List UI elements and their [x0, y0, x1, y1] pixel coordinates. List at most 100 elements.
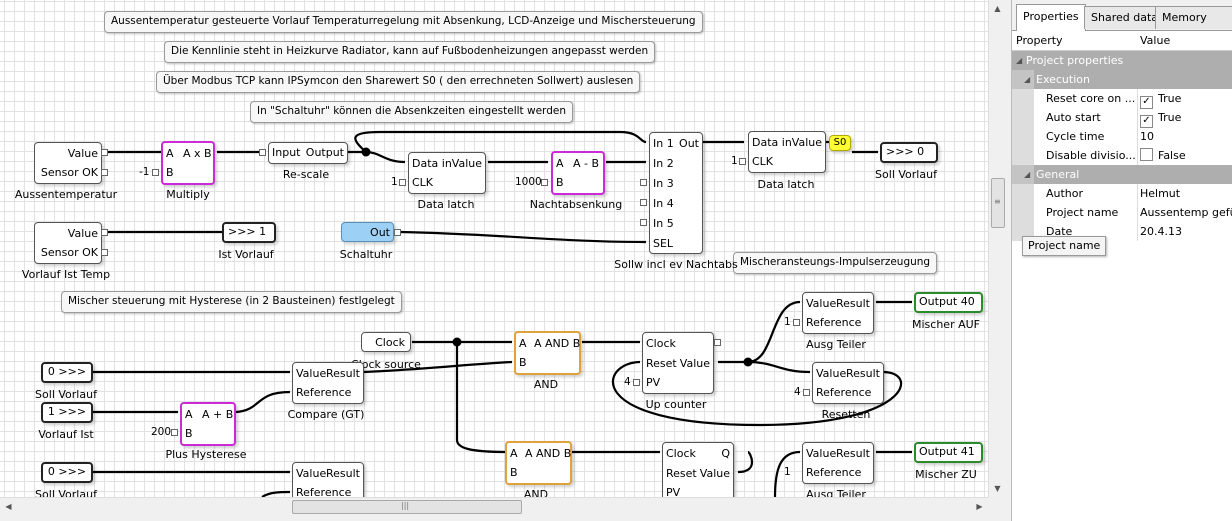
property-value[interactable]: 20.4.13: [1140, 225, 1182, 238]
property-disable-division[interactable]: Disable divisio... False: [1012, 146, 1232, 165]
property-cycle-time[interactable]: Cycle time 10: [1012, 127, 1232, 146]
sollwert-mux-block[interactable]: In 1 Out In 2 In 3 In 4 In 5 SEL: [649, 132, 703, 254]
vorlauf-ist-sensor-block[interactable]: Value Sensor OK: [34, 222, 102, 264]
section-execution[interactable]: ◢ Execution: [1012, 70, 1232, 89]
output-port[interactable]: [101, 249, 108, 256]
output-port[interactable]: [101, 229, 108, 236]
checkbox-unchecked-icon[interactable]: [1140, 148, 1153, 161]
property-value[interactable]: Aussentemp gefü: [1140, 206, 1232, 219]
input-port[interactable]: [633, 379, 640, 386]
checkbox-checked-icon[interactable]: ✓: [1140, 96, 1153, 109]
column-property[interactable]: Property: [1016, 34, 1063, 47]
data-latch-1-block[interactable]: Data in Value CLK: [408, 152, 486, 194]
tab-properties[interactable]: Properties: [1016, 4, 1086, 31]
output-port[interactable]: [101, 169, 108, 176]
property-project-name[interactable]: Project name Aussentemp gefü: [1012, 203, 1232, 222]
and-2-block[interactable]: A A AND B B: [505, 441, 572, 485]
reference-label: Reference: [806, 466, 862, 479]
comment-impuls[interactable]: Mischeransteungs-Impulserzeugung: [733, 252, 938, 274]
constant-value[interactable]: -1: [139, 166, 150, 178]
share-s0-marker[interactable]: S0: [829, 135, 851, 151]
constant-value[interactable]: 200: [151, 426, 172, 438]
constant-value[interactable]: 1: [784, 316, 791, 328]
result-label: Result: [836, 297, 870, 310]
tab-shared-data[interactable]: Shared data: [1084, 6, 1165, 29]
resetten-block[interactable]: Value Result Reference: [812, 362, 884, 404]
vertical-scrollbar[interactable]: ▲ ≡ ▼: [988, 0, 1006, 497]
comment-kennlinie[interactable]: Die Kennlinie steht in Heizkurve Radiato…: [164, 41, 656, 63]
constant-value[interactable]: 1000: [515, 176, 542, 188]
collapse-triangle-icon[interactable]: ◢: [1024, 75, 1031, 84]
output-port[interactable]: [101, 149, 108, 156]
ist-vorlauf-output[interactable]: >>> 1: [222, 222, 276, 243]
tab-memory-info[interactable]: Memory info: [1155, 6, 1232, 46]
compare-gt-1-label: Compare (GT): [287, 408, 365, 421]
input-port[interactable]: [640, 179, 647, 186]
property-author[interactable]: Author Helmut: [1012, 184, 1232, 203]
scroll-right-arrow-icon[interactable]: ▶: [976, 502, 983, 511]
up-counter-1-block[interactable]: Clock Reset Value PV: [642, 332, 714, 394]
vorlauf-ist-input[interactable]: 1 >>>: [41, 402, 93, 423]
up-counter-2-block[interactable]: Clock Q Reset Value PV: [662, 442, 734, 497]
scroll-left-arrow-icon[interactable]: ◀: [5, 502, 12, 511]
input-port[interactable]: [640, 219, 647, 226]
input-port[interactable]: [399, 179, 406, 186]
output-41-block[interactable]: Output 41: [914, 442, 983, 463]
clock-source-block[interactable]: Clock: [361, 332, 411, 352]
input-port[interactable]: [171, 429, 178, 436]
ausg-teiler-1-block[interactable]: Value Result Reference: [802, 292, 874, 334]
constant-value[interactable]: 1: [391, 176, 398, 188]
plus-hysterese-label: Plus Hysterese: [165, 448, 247, 461]
and-1-block[interactable]: A A AND B B: [514, 331, 581, 375]
data-latch-2-block[interactable]: Data in Value CLK: [748, 131, 826, 173]
checkbox-checked-icon[interactable]: ✓: [1140, 115, 1153, 128]
ausg-teiler-2-block[interactable]: Value Result Reference: [802, 442, 874, 484]
input-port[interactable]: [259, 149, 266, 156]
compare-gt-2-block[interactable]: Value Result Reference: [292, 462, 364, 497]
soll-vorlauf-input-1[interactable]: 0 >>>: [41, 362, 93, 383]
constant-value[interactable]: 4: [624, 376, 631, 388]
soll-vorlauf-output[interactable]: >>> 0: [880, 142, 938, 163]
comment-mischer[interactable]: Mischer steuerung mit Hysterese (in 2 Ba…: [61, 291, 402, 313]
soll-vorlauf-input-2[interactable]: 0 >>>: [41, 462, 93, 483]
input-port[interactable]: [793, 319, 800, 326]
scroll-up-arrow-icon[interactable]: ▲: [994, 4, 1001, 13]
property-value[interactable]: 10: [1140, 130, 1154, 143]
input-port[interactable]: [152, 169, 159, 176]
property-reset-core[interactable]: Reset core on ... ✓True: [1012, 89, 1232, 109]
property-value[interactable]: Helmut: [1140, 187, 1181, 200]
input-port[interactable]: [803, 389, 810, 396]
section-general[interactable]: ◢ General: [1012, 165, 1232, 184]
property-auto-start[interactable]: Auto start ✓True: [1012, 108, 1232, 128]
rescale-block[interactable]: Input Output: [268, 142, 348, 164]
schaltuhr-block[interactable]: Out: [341, 222, 394, 242]
column-value[interactable]: Value: [1140, 34, 1171, 47]
plus-hysterese-block[interactable]: A A + B B: [180, 402, 236, 446]
constant-value[interactable]: 1: [784, 466, 791, 478]
output-port[interactable]: [714, 339, 721, 346]
comment-title[interactable]: Aussentemperatur gesteuerte Vorlauf Temp…: [104, 11, 703, 33]
comment-schaltuhr[interactable]: In "Schaltuhr" können die Absenkzeiten e…: [250, 101, 573, 123]
scroll-down-arrow-icon[interactable]: ▼: [994, 484, 1001, 493]
comment-modbus[interactable]: Über Modbus TCP kann IPSymcon den Sharew…: [156, 71, 641, 93]
vertical-scroll-thumb[interactable]: ≡: [991, 178, 1005, 228]
output-port[interactable]: [394, 229, 401, 236]
input-port[interactable]: [640, 199, 647, 206]
constant-value[interactable]: 4: [794, 386, 801, 398]
horizontal-scrollbar[interactable]: ◀ ||| ▶: [0, 497, 988, 515]
output-40-block[interactable]: Output 40: [914, 292, 983, 313]
result-label: Result: [326, 467, 360, 480]
clock-input-label: Clock: [666, 447, 696, 460]
horizontal-scroll-thumb[interactable]: |||: [292, 500, 522, 514]
input-port[interactable]: [739, 158, 746, 165]
input-port[interactable]: [541, 179, 548, 186]
diagram-canvas[interactable]: Aussentemperatur gesteuerte Vorlauf Temp…: [0, 0, 988, 497]
nachtabsenkung-block[interactable]: A A - B B: [551, 151, 605, 195]
multiply-block[interactable]: A A x B B: [161, 141, 215, 185]
constant-value[interactable]: 1: [731, 155, 738, 167]
collapse-triangle-icon[interactable]: ◢: [1016, 56, 1023, 65]
compare-gt-1-block[interactable]: Value Result Reference: [292, 362, 364, 404]
collapse-triangle-icon[interactable]: ◢: [1024, 170, 1031, 179]
aussentemperatur-sensor-block[interactable]: Value Sensor OK: [34, 142, 102, 184]
section-project-properties[interactable]: ◢ Project properties: [1012, 51, 1232, 70]
